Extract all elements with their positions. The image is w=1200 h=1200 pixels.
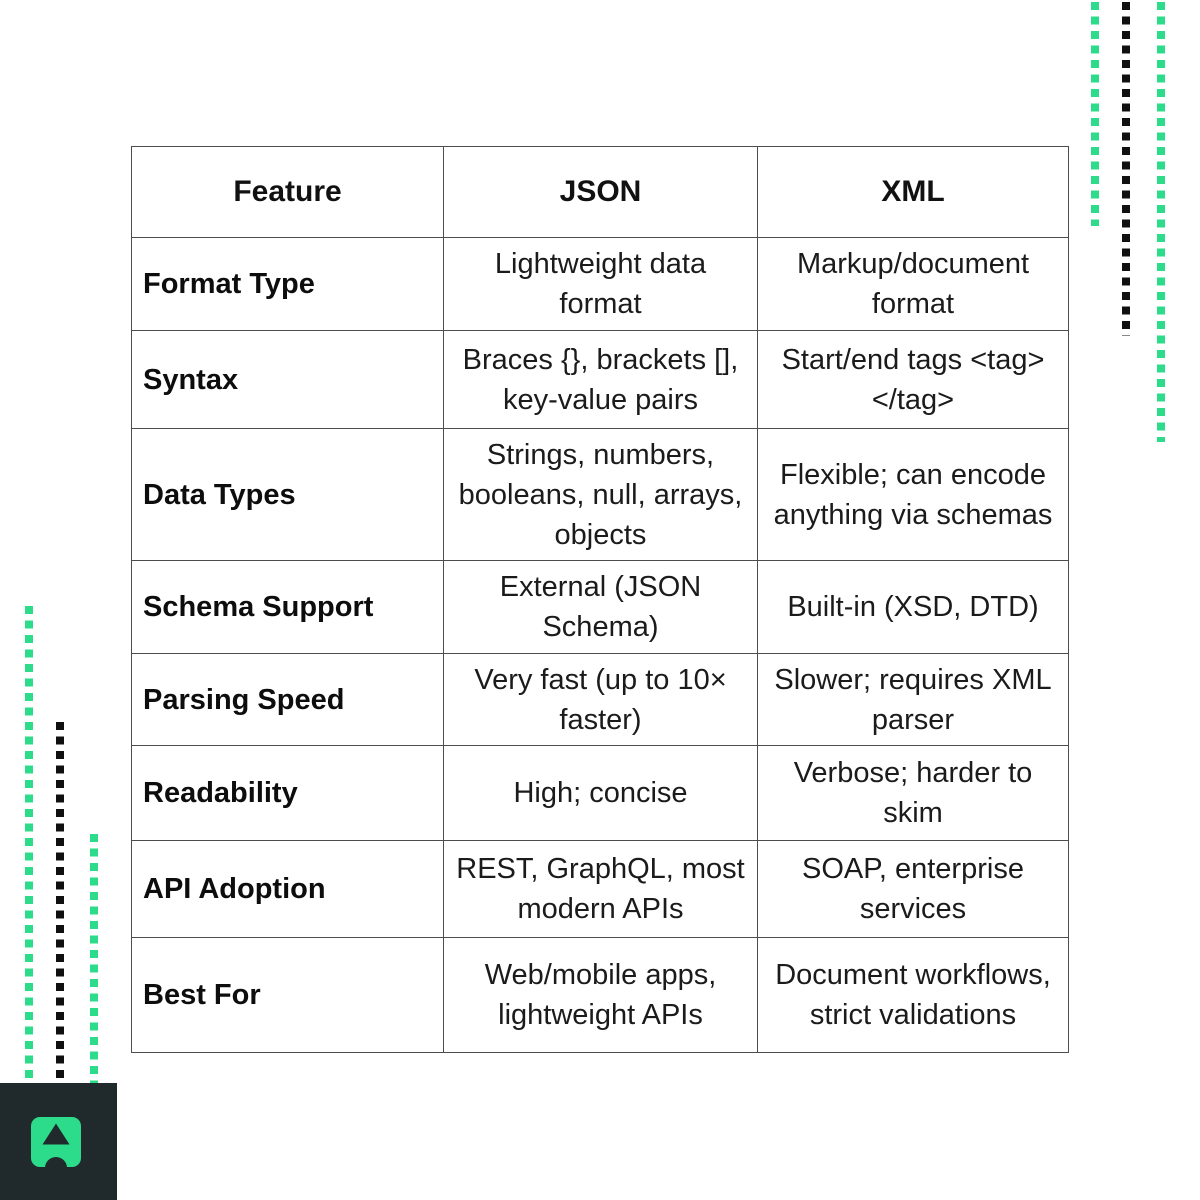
column-header-xml: XML xyxy=(757,146,1069,238)
xml-cell: SOAP, enterprise services xyxy=(757,840,1069,938)
table-row-syntax: Syntax Braces {}, brackets [], key-value… xyxy=(131,330,1069,429)
dotted-line-decoration xyxy=(1122,2,1130,336)
json-cell: Braces {}, brackets [], key-value pairs xyxy=(443,330,758,429)
table-row-data-types: Data Types Strings, numbers, booleans, n… xyxy=(131,428,1069,561)
json-cell: External (JSON Schema) xyxy=(443,560,758,654)
dotted-line-decoration xyxy=(90,834,98,1083)
table-header-row: Feature JSON XML xyxy=(131,146,1069,238)
dotted-line-decoration xyxy=(1091,2,1099,226)
xml-cell: Start/end tags <tag> </tag> xyxy=(757,330,1069,429)
dotted-line-decoration xyxy=(1157,2,1165,442)
xml-cell: Slower; requires XML parser xyxy=(757,653,1069,746)
feature-cell: Syntax xyxy=(131,330,444,429)
feature-cell: Data Types xyxy=(131,428,444,561)
xml-cell: Markup/document format xyxy=(757,237,1069,331)
json-cell: REST, GraphQL, most modern APIs xyxy=(443,840,758,938)
feature-cell: Parsing Speed xyxy=(131,653,444,746)
feature-cell: Readability xyxy=(131,745,444,841)
comparison-table: Feature JSON XML Format Type Lightweight… xyxy=(131,146,1069,1053)
triangle-arch-logo-icon xyxy=(31,1117,81,1167)
feature-cell: API Adoption xyxy=(131,840,444,938)
dotted-line-decoration xyxy=(56,722,64,1083)
feature-cell: Format Type xyxy=(131,237,444,331)
json-cell: Lightweight data format xyxy=(443,237,758,331)
brand-logo-container xyxy=(0,1083,117,1200)
xml-cell: Flexible; can encode anything via schema… xyxy=(757,428,1069,561)
json-cell: High; concise xyxy=(443,745,758,841)
xml-cell: Built-in (XSD, DTD) xyxy=(757,560,1069,654)
table-row-readability: Readability High; concise Verbose; harde… xyxy=(131,745,1069,841)
table-row-schema-support: Schema Support External (JSON Schema) Bu… xyxy=(131,560,1069,654)
table-row-best-for: Best For Web/mobile apps, lightweight AP… xyxy=(131,937,1069,1053)
column-header-json: JSON xyxy=(443,146,758,238)
xml-cell: Document workflows, strict validations xyxy=(757,937,1069,1053)
column-header-feature: Feature xyxy=(131,146,444,238)
feature-cell: Schema Support xyxy=(131,560,444,654)
json-cell: Web/mobile apps, lightweight APIs xyxy=(443,937,758,1053)
json-cell: Very fast (up to 10× faster) xyxy=(443,653,758,746)
xml-cell: Verbose; harder to skim xyxy=(757,745,1069,841)
dotted-line-decoration xyxy=(25,606,33,1083)
json-cell: Strings, numbers, booleans, null, arrays… xyxy=(443,428,758,561)
table-row-api-adoption: API Adoption REST, GraphQL, most modern … xyxy=(131,840,1069,938)
feature-cell: Best For xyxy=(131,937,444,1053)
table-row-format-type: Format Type Lightweight data format Mark… xyxy=(131,237,1069,331)
table-row-parsing-speed: Parsing Speed Very fast (up to 10× faste… xyxy=(131,653,1069,746)
